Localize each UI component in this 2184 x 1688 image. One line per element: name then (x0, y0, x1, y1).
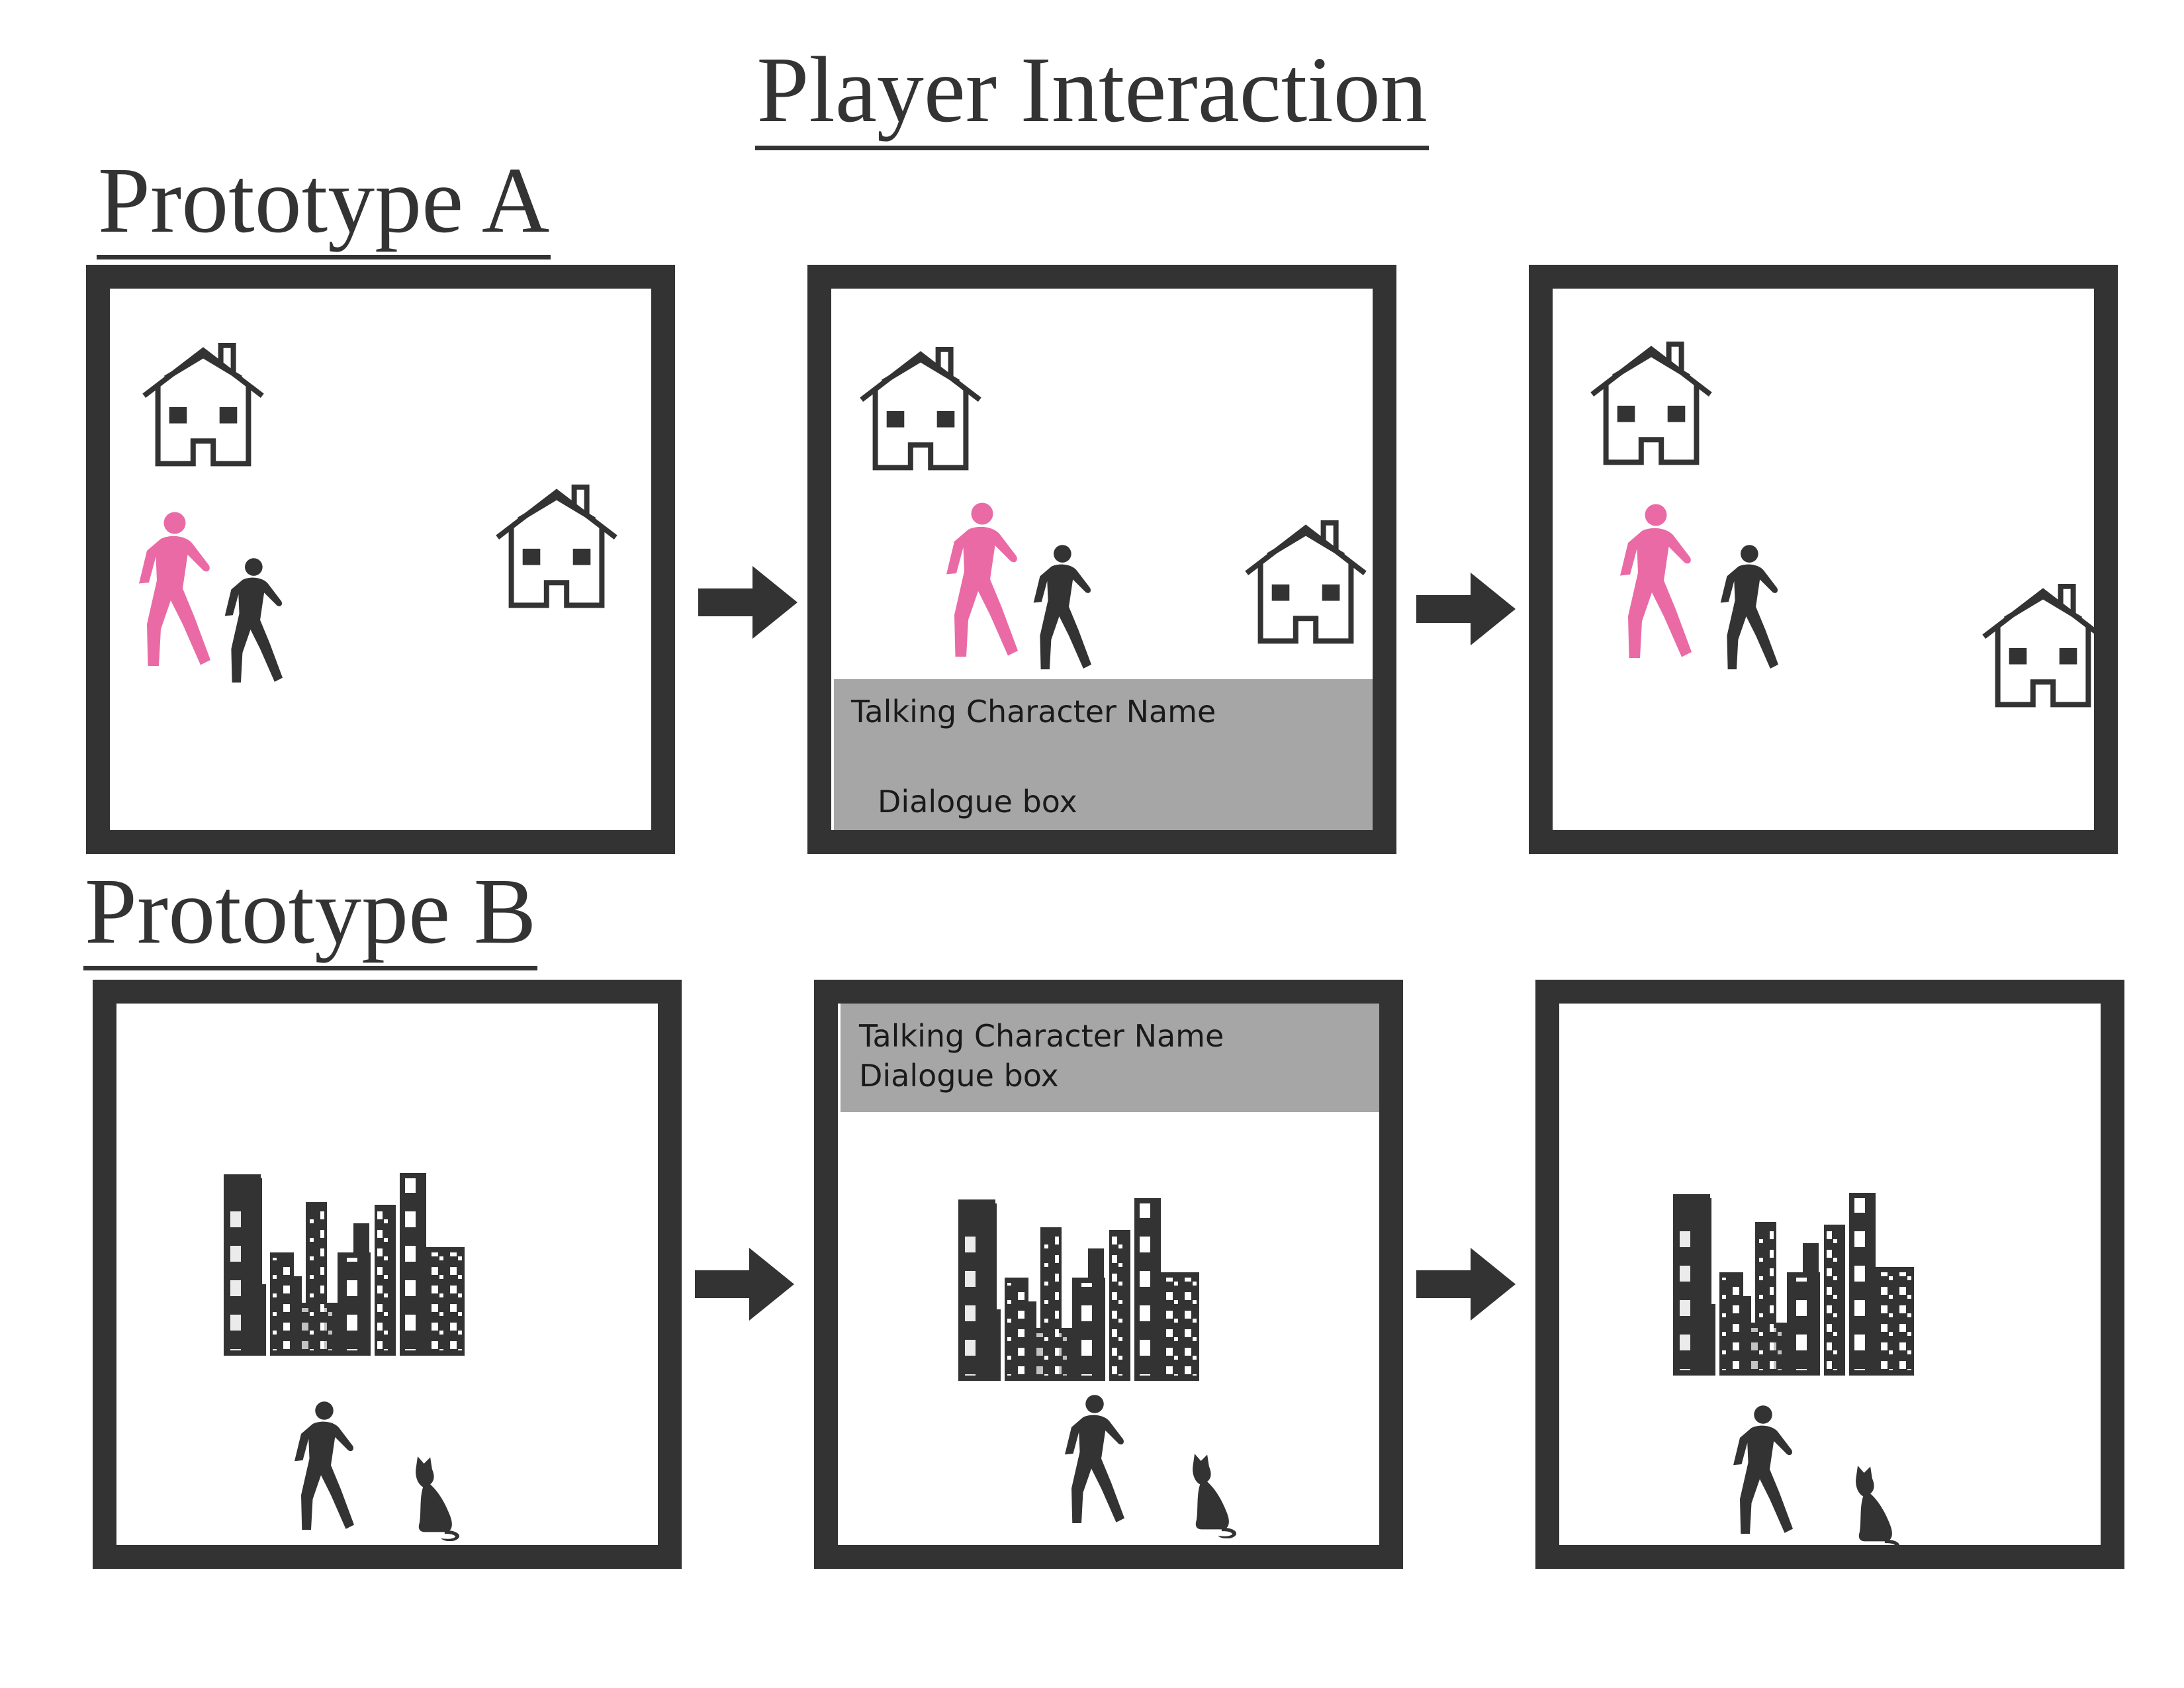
dialogue-speaker-name: Talking Character Name (859, 1018, 1224, 1054)
page-title: Player Interaction (0, 36, 2184, 150)
dialogue-text: Dialogue box (878, 784, 1077, 820)
prototype-b-frame-1 (93, 980, 682, 1569)
dialogue-speaker-name: Talking Character Name (851, 694, 1216, 729)
house-icon (1592, 344, 1711, 463)
npc-walker-icon (1033, 545, 1091, 670)
npc-walker-icon (1065, 1395, 1124, 1523)
cat-icon (1856, 1466, 1900, 1545)
city-skyline-icon (958, 1198, 1199, 1381)
city-skyline-icon (1673, 1193, 1914, 1376)
prototype-a-frame-3 (1529, 265, 2118, 854)
prototype-a-frame-2: Talking Character Name Dialogue box (807, 265, 1396, 854)
prototype-a-heading: Prototype A (97, 147, 551, 259)
house-icon (498, 487, 616, 606)
dialogue-box: Talking Character Name Dialogue box (841, 1004, 1379, 1112)
cat-icon (416, 1456, 460, 1541)
prototype-b-frame-2: Talking Character Name Dialogue box (814, 980, 1403, 1569)
house-icon (144, 346, 263, 464)
player-walker-icon (139, 512, 210, 666)
prototype-a-frame-1 (86, 265, 675, 854)
house-icon (1984, 586, 2094, 705)
house-icon (1247, 523, 1365, 641)
npc-walker-icon (1720, 545, 1778, 670)
right-arrow-icon (1416, 1248, 1516, 1324)
npc-walker-icon (295, 1401, 354, 1530)
player-walker-icon (946, 502, 1018, 657)
dialogue-box: Talking Character Name Dialogue box (834, 679, 1373, 830)
cat-icon (1193, 1454, 1237, 1538)
house-icon (862, 350, 980, 468)
right-arrow-icon (698, 566, 797, 642)
right-arrow-icon (1416, 573, 1516, 649)
city-skyline-icon (224, 1173, 465, 1356)
npc-walker-icon (1733, 1405, 1793, 1534)
prototype-b-frame-3 (1535, 980, 2124, 1569)
prototype-b-heading: Prototype B (83, 858, 538, 970)
dialogue-text: Dialogue box (859, 1058, 1059, 1094)
right-arrow-icon (695, 1248, 794, 1324)
player-walker-icon (1620, 504, 1692, 658)
npc-walker-icon (224, 558, 283, 683)
